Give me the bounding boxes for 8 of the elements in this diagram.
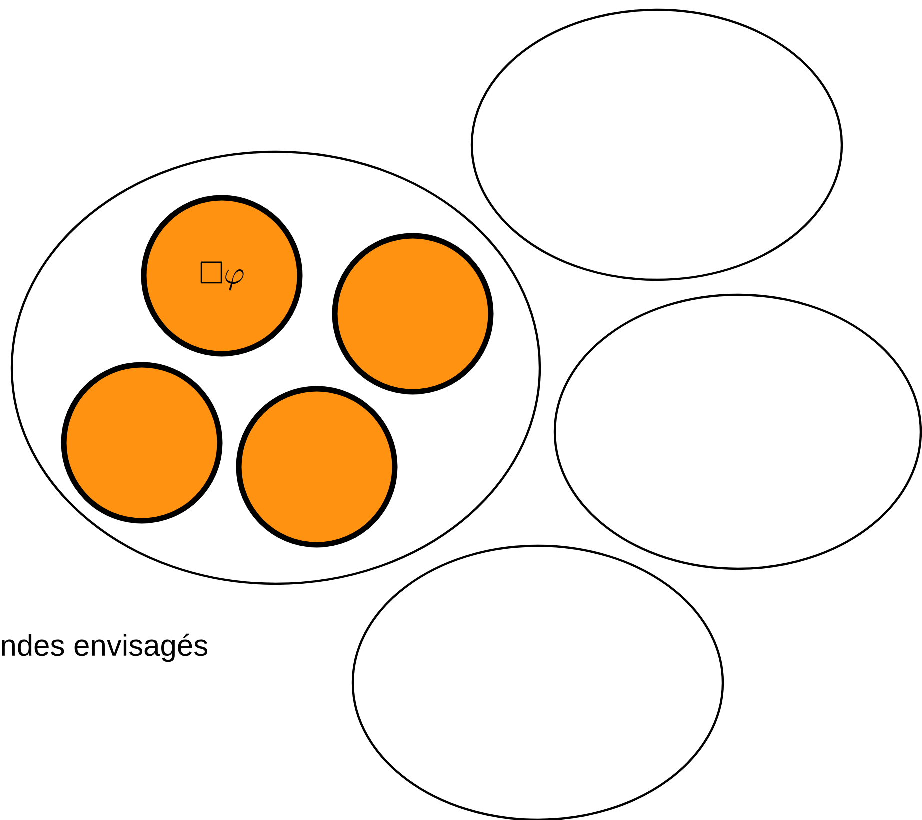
- caption-text: ndes envisagés: [2, 634, 208, 662]
- ellipse-shape: [554, 294, 922, 570]
- disc: [61, 362, 223, 524]
- disc: [236, 386, 398, 548]
- ellipse-shape: [10, 150, 542, 586]
- formula-disc: $\Box\varphi$: [141, 195, 303, 357]
- disc: [332, 233, 494, 395]
- ellipse-shape: [470, 8, 844, 282]
